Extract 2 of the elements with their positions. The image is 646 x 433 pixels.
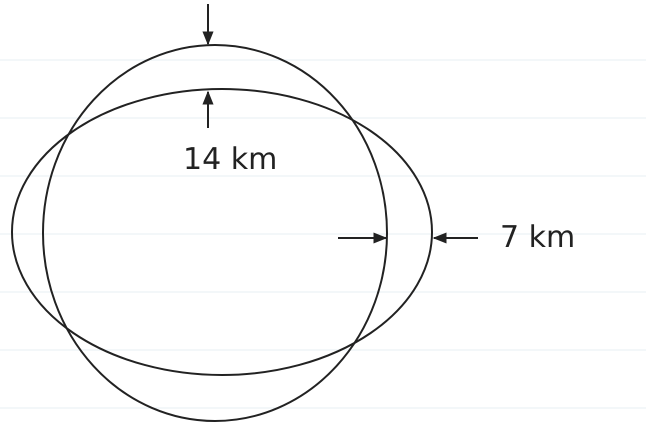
dimension-label: 14 km (183, 145, 278, 175)
dimension-label: 7 km (500, 223, 576, 253)
